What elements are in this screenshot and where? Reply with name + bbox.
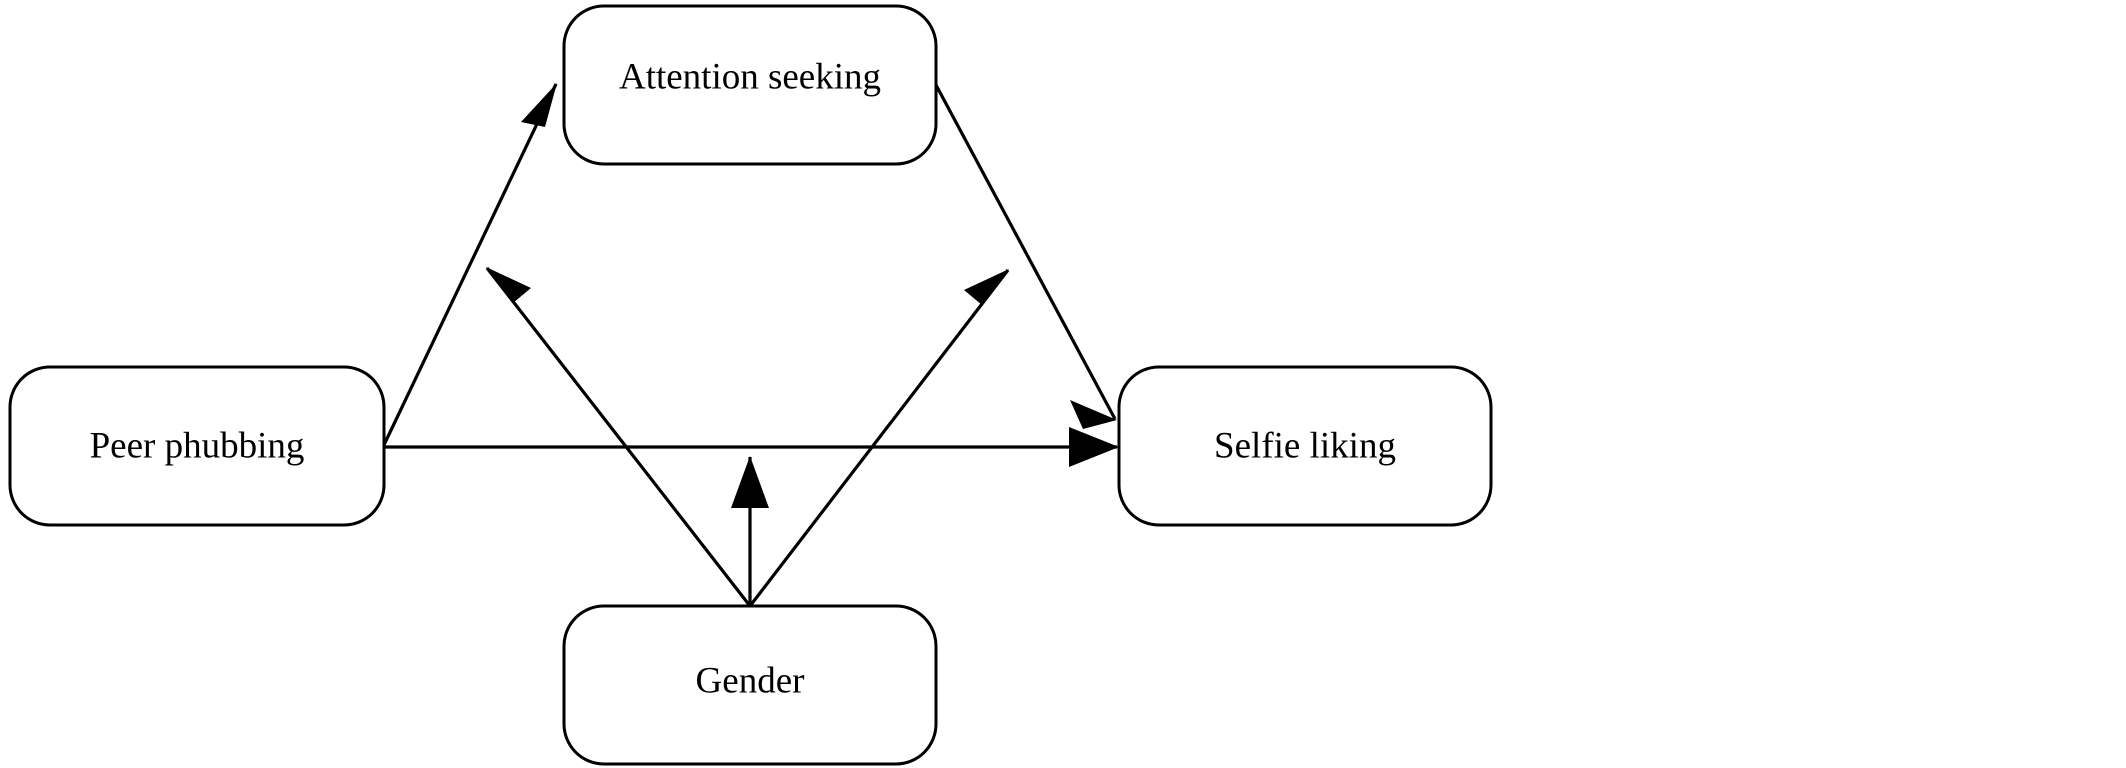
arrowhead-to-selfie-liking-horizontal-icon [1069,427,1119,467]
arrowhead-layer [486,83,1119,508]
node-peer-phubbing[interactable]: Peer phubbing [8,365,386,527]
arrowhead-to-selfie-liking-diagonal-icon [1070,400,1117,429]
node-attention-seeking[interactable]: Attention seeking [562,4,938,166]
node-box [562,4,938,166]
node-layer: Peer phubbing Attention seeking Selfie l… [8,4,1493,766]
edge-attention-seeking-to-selfie-liking[interactable] [934,84,1117,420]
edge-line [485,267,752,607]
node-gender[interactable]: Gender [562,604,938,766]
node-box [8,365,386,527]
edge-line [934,84,1117,420]
edge-layer [381,83,1117,607]
node-label: Attention seeking [619,56,881,97]
edge-gender-moderates-peer-phubbing-to-attention-seeking[interactable] [485,267,752,607]
edge-peer-phubbing-to-attention-seeking[interactable] [381,83,558,448]
node-label: Gender [696,660,805,701]
node-label: Peer phubbing [90,425,305,466]
arrowhead-to-attention-seeking-icon [521,83,557,127]
node-label: Selfie liking [1214,425,1396,466]
node-selfie-liking[interactable]: Selfie liking [1117,365,1493,527]
arrowhead-gender-to-path-right-icon [964,269,1009,305]
arrowhead-gender-to-path-center-icon [731,456,769,508]
edge-gender-moderates-attention-seeking-to-selfie-liking[interactable] [748,269,1010,607]
node-box [1117,365,1493,527]
node-box [562,604,938,766]
edge-line [381,83,558,448]
arrowhead-gender-to-path-left-icon [486,267,531,303]
edge-line [748,269,1010,607]
